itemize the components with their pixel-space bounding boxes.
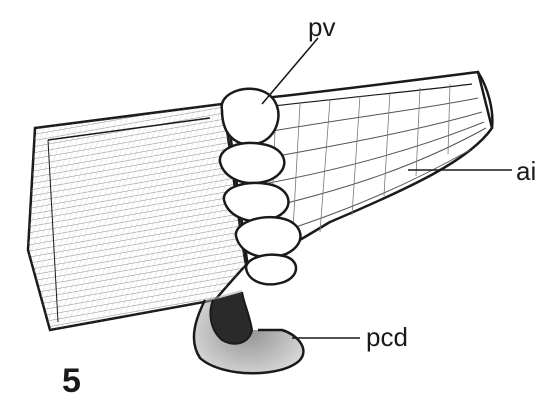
label-pcd: pcd [366,322,408,352]
left-body-section [28,104,246,330]
pcd-structure [194,290,303,373]
figure-number: 5 [62,362,81,400]
label-pv: pv [308,12,335,42]
label-ai: ai [516,156,536,186]
